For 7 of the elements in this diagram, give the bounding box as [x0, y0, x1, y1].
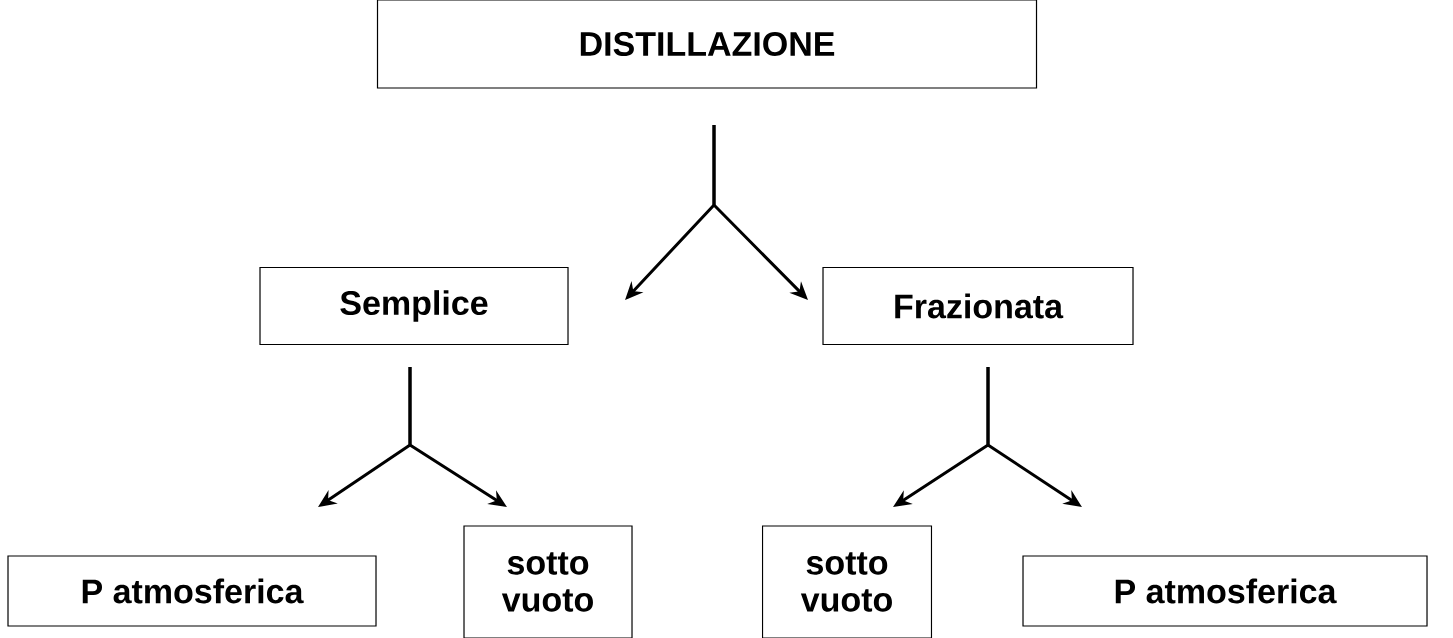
category-box: sotto vuoto — [463, 525, 633, 638]
category-box: DISTILLAZIONE — [376, 0, 1038, 89]
category-box: Semplice — [259, 266, 569, 346]
category-box: Frazionata — [822, 266, 1134, 346]
category-box: sotto vuoto — [761, 525, 933, 638]
category-box: P atmosferica — [7, 555, 377, 627]
category-box: P atmosferica — [1022, 555, 1428, 627]
